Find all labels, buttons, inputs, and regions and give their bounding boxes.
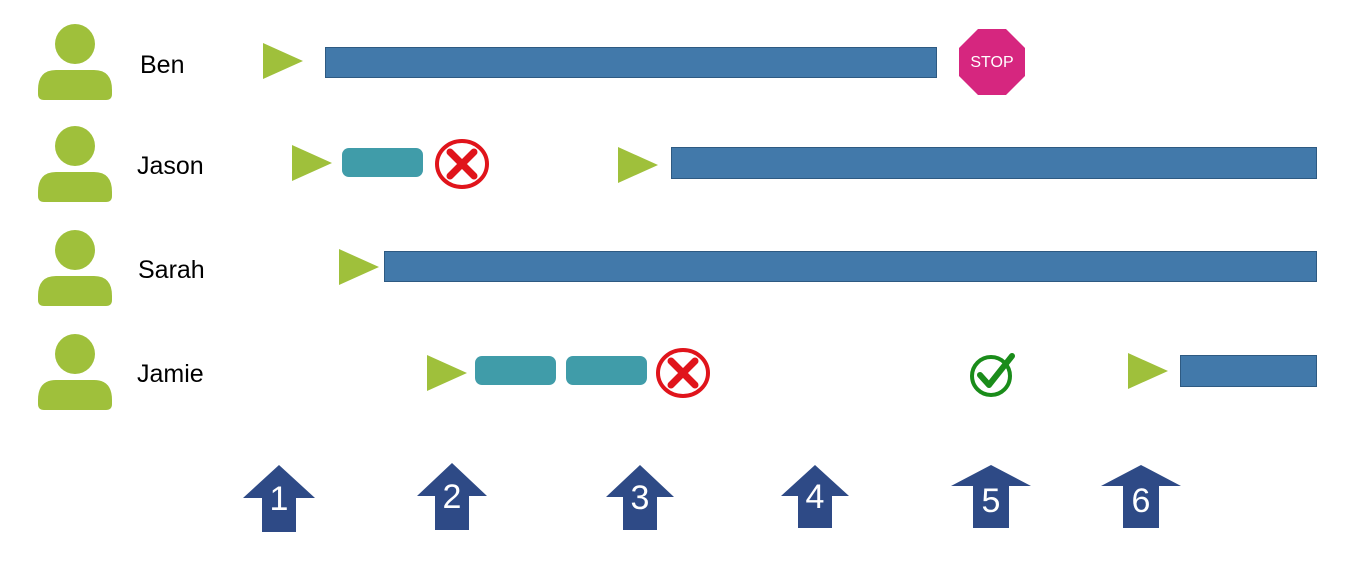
fail-x-icon: [656, 348, 710, 398]
avatar-ben: [38, 24, 112, 100]
fail-x-icon: [435, 139, 489, 189]
success-check-icon: [970, 353, 1015, 397]
attempt-bar: [475, 356, 556, 385]
marker-arrow-3: 3: [606, 465, 674, 530]
avatar-jason: [38, 126, 112, 202]
stop-sign-icon: STOP: [959, 29, 1025, 95]
person-name-jason: Jason: [137, 152, 204, 180]
play-icon: [618, 147, 658, 183]
play-icon: [339, 249, 379, 285]
marker-arrow-2: 2: [417, 463, 487, 530]
timeline-bar: [384, 251, 1317, 282]
timeline-bar: [671, 147, 1317, 179]
attempt-bar: [342, 148, 423, 177]
timeline-bar: [325, 47, 937, 78]
marker-label-4: 4: [806, 478, 825, 516]
marker-label-1: 1: [270, 480, 289, 518]
avatar-jamie: [38, 334, 112, 410]
marker-arrow-6: 6: [1101, 465, 1181, 528]
play-icon: [1128, 353, 1168, 389]
marker-label-2: 2: [443, 478, 462, 516]
person-name-ben: Ben: [140, 51, 185, 79]
timeline-bar: [1180, 355, 1317, 387]
play-icon: [292, 145, 332, 181]
marker-label-3: 3: [631, 479, 650, 517]
marker-label-5: 5: [982, 482, 1001, 520]
marker-arrow-1: 1: [243, 465, 315, 532]
stop-sign-label: STOP: [970, 54, 1013, 71]
person-name-sarah: Sarah: [138, 256, 205, 284]
avatar-sarah: [38, 230, 112, 306]
person-name-jamie: Jamie: [137, 360, 204, 388]
play-icon: [263, 43, 303, 79]
play-icon: [427, 355, 467, 391]
marker-label-6: 6: [1132, 482, 1151, 520]
marker-arrow-5: 5: [951, 465, 1031, 528]
marker-arrow-4: 4: [781, 465, 849, 528]
attempt-bar: [566, 356, 647, 385]
